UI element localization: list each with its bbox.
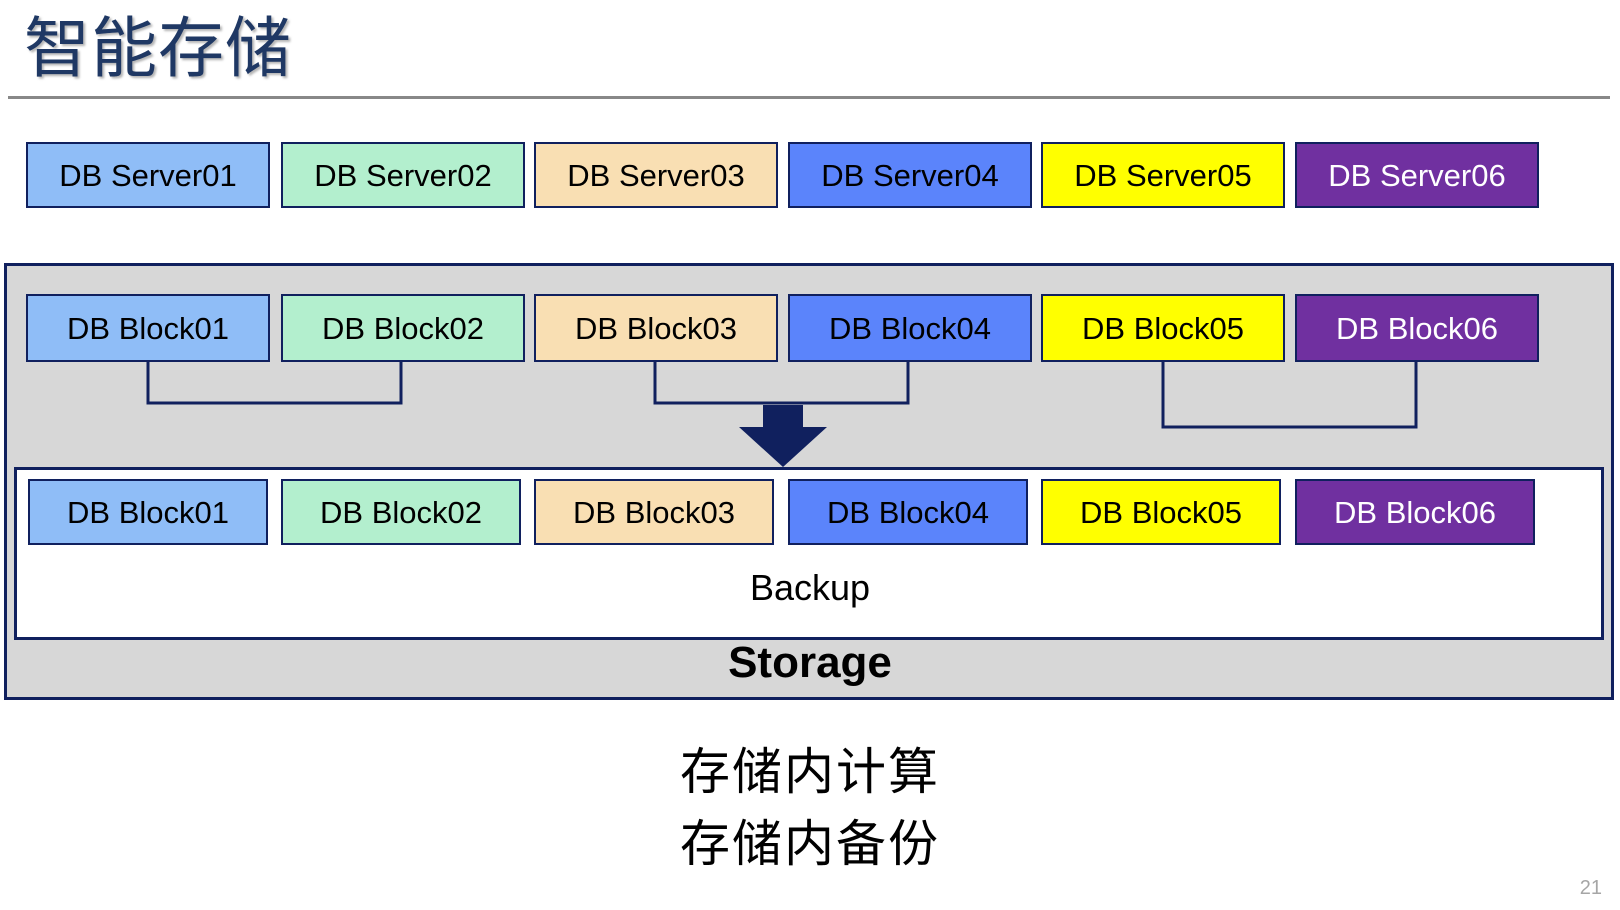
db-block-box-label: DB Block03: [575, 310, 737, 346]
db-backup-block-box-label: DB Block05: [1080, 494, 1242, 530]
block-connector-lines: [146, 362, 1418, 467]
footer-notes: 存储内计算存储内备份: [0, 736, 1620, 880]
footer-line-1: 存储内计算: [680, 744, 940, 800]
db-block-box-2[interactable]: DB Block02: [281, 294, 525, 362]
db-backup-block-box-1[interactable]: DB Block01: [28, 479, 268, 545]
db-block-box-label: DB Block01: [67, 310, 229, 346]
connector-bracket-1: [146, 362, 403, 405]
db-server-box-5[interactable]: DB Server05: [1041, 142, 1285, 208]
db-block-box-5[interactable]: DB Block05: [1041, 294, 1285, 362]
db-server-box-4[interactable]: DB Server04: [788, 142, 1032, 208]
db-block-box-4[interactable]: DB Block04: [788, 294, 1032, 362]
storage-label: Storage: [728, 638, 892, 687]
connector-bracket-3: [1161, 362, 1418, 429]
db-block-box-3[interactable]: DB Block03: [534, 294, 778, 362]
db-server-box-label: DB Server01: [59, 157, 237, 193]
page-title: 智能存储: [24, 11, 292, 85]
db-block-box-label: DB Block02: [322, 310, 484, 346]
connector-bracket-2: [653, 362, 910, 405]
db-block-box-6[interactable]: DB Block06: [1295, 294, 1539, 362]
db-backup-block-box-2[interactable]: DB Block02: [281, 479, 521, 545]
backup-label: Backup: [749, 567, 871, 608]
db-server-box-label: DB Server03: [567, 157, 745, 193]
db-server-box-label: DB Server05: [1074, 157, 1252, 193]
down-arrow-icon: [739, 405, 827, 467]
db-block-box-1[interactable]: DB Block01: [26, 294, 270, 362]
db-server-box-3[interactable]: DB Server03: [534, 142, 778, 208]
db-backup-block-box-3[interactable]: DB Block03: [534, 479, 774, 545]
db-block-box-label: DB Block04: [829, 310, 991, 346]
db-server-box-1[interactable]: DB Server01: [26, 142, 270, 208]
db-backup-block-box-label: DB Block01: [67, 494, 229, 530]
db-backup-block-box-label: DB Block06: [1334, 494, 1496, 530]
db-backup-block-box-4[interactable]: DB Block04: [788, 479, 1028, 545]
db-server-box-label: DB Server02: [314, 157, 492, 193]
db-server-box-label: DB Server04: [821, 157, 999, 193]
db-backup-block-box-label: DB Block03: [573, 494, 735, 530]
db-backup-block-box-6[interactable]: DB Block06: [1295, 479, 1535, 545]
db-backup-block-box-label: DB Block02: [320, 494, 482, 530]
db-server-box-2[interactable]: DB Server02: [281, 142, 525, 208]
db-server-box-6[interactable]: DB Server06: [1295, 142, 1539, 208]
footer-line-2: 存储内备份: [680, 816, 940, 872]
title-divider: [8, 96, 1610, 99]
db-backup-block-box-5[interactable]: DB Block05: [1041, 479, 1281, 545]
db-server-box-label: DB Server06: [1328, 157, 1506, 193]
db-block-box-label: DB Block05: [1082, 310, 1244, 346]
db-backup-block-box-label: DB Block04: [827, 494, 989, 530]
db-block-box-label: DB Block06: [1336, 310, 1498, 346]
page-number: 21: [1579, 877, 1602, 899]
